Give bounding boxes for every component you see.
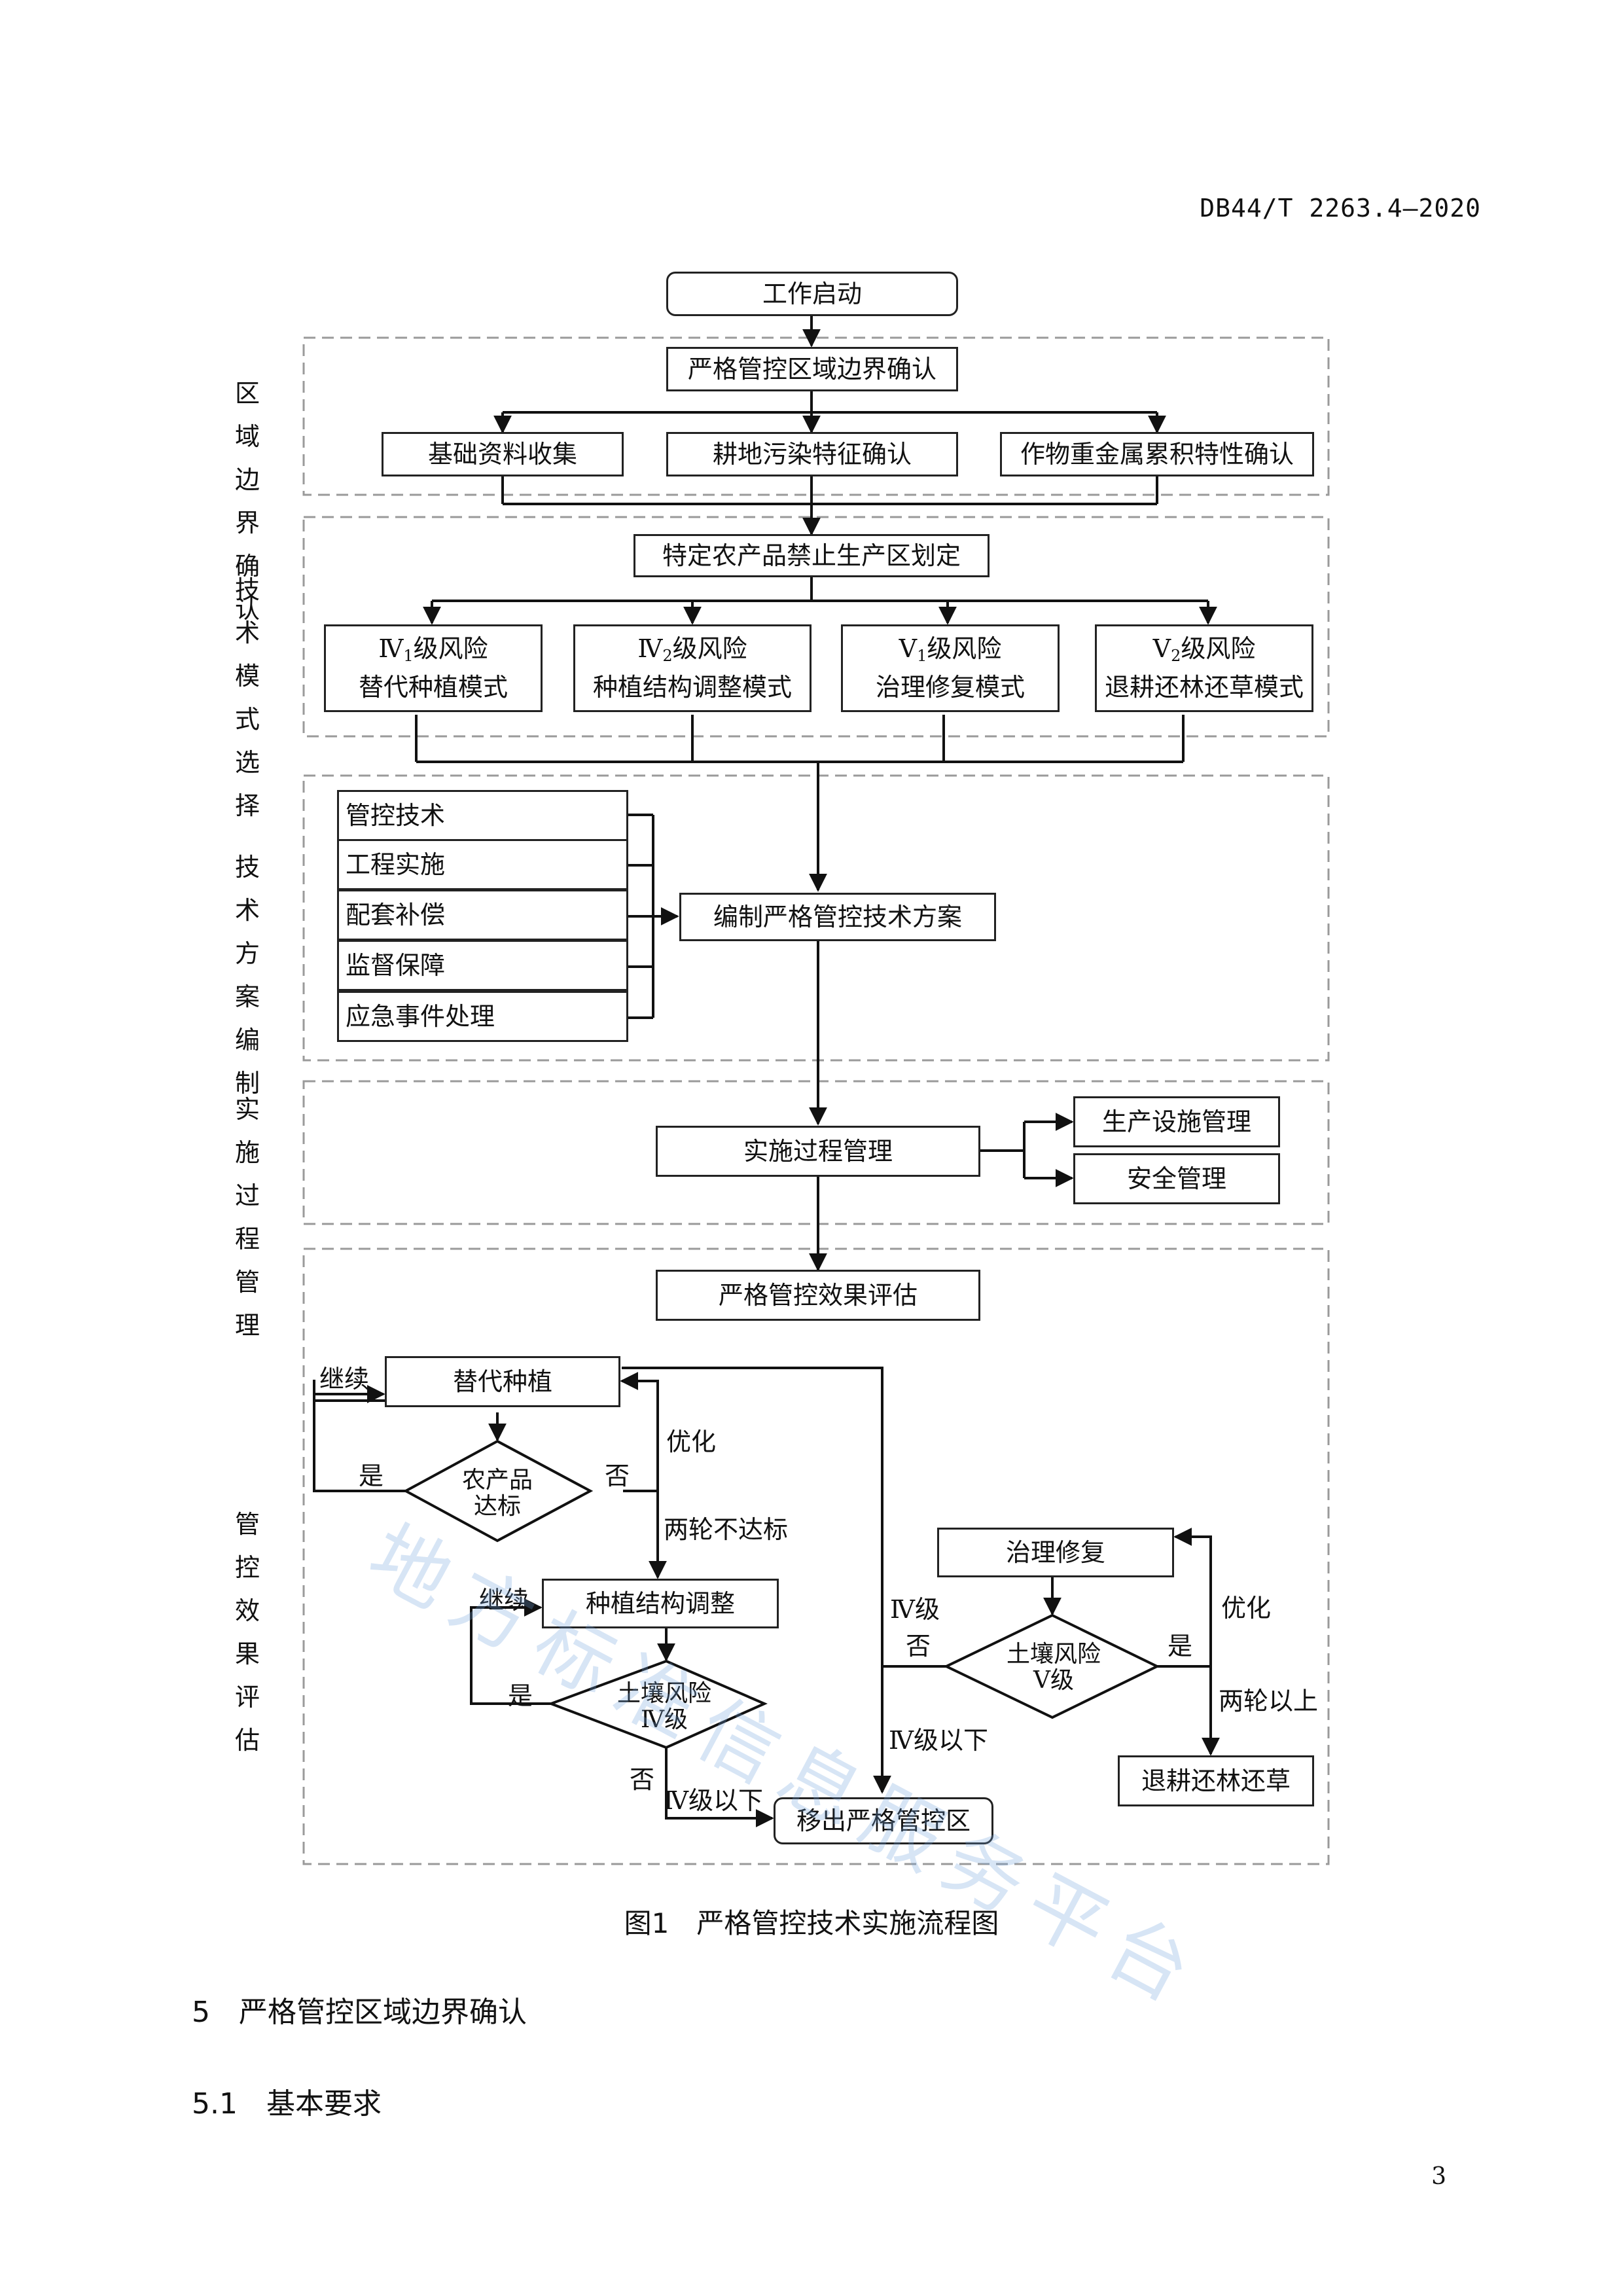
- start-box: 工作启动: [666, 272, 958, 316]
- section-label-plan: 技术 方案 编制: [234, 853, 260, 1098]
- label-continue-2: 继续: [479, 1586, 529, 1615]
- document-code: DB44/T 2263.4—2020: [1200, 194, 1481, 223]
- label-below-4b: Ⅳ级以下: [889, 1726, 988, 1755]
- section-label-mode: 技术 模式 选择: [234, 575, 260, 820]
- label-continue-1: 继续: [319, 1365, 370, 1393]
- section-frame-eval: [302, 1247, 1330, 1865]
- label-optimize-2: 优化: [1221, 1594, 1272, 1623]
- label-no-2: 否: [630, 1765, 655, 1794]
- label-two-rounds-above: 两轮以上: [1219, 1687, 1319, 1715]
- label-below-4: Ⅳ级以下: [664, 1786, 763, 1815]
- section-label-boundary: 区域 边界 确认: [234, 379, 260, 624]
- mode-box-retire: Ⅴ2级风险 退耕还林还草模式: [1095, 624, 1313, 712]
- diamond1-text: 农产品 达标: [461, 1467, 533, 1520]
- mode-box-structure: Ⅳ2级风险 种植结构调整模式: [573, 624, 812, 712]
- structure-adjust-box: 种植结构调整: [542, 1579, 779, 1628]
- plan-main-box: 编制严格管控技术方案: [679, 893, 996, 941]
- section-frame-process: [302, 1080, 1330, 1225]
- diamond3-text: 土壤风险 Ⅴ级: [1006, 1641, 1101, 1694]
- exit-control-box: 移出严格管控区: [774, 1797, 993, 1844]
- mode-box-substitute: Ⅳ1级风险 替代种植模式: [324, 624, 543, 712]
- section-frame-plan: [302, 774, 1330, 1062]
- plan-item-emergency: 应急事件处理: [337, 991, 628, 1042]
- eval-main-box: 严格管控效果评估: [656, 1270, 980, 1321]
- section-5-1-heading: 5.1 基本要求: [192, 2087, 382, 2121]
- section-label-process: 实施 过程 管理: [234, 1095, 260, 1340]
- remediation-box: 治理修复: [937, 1528, 1174, 1577]
- boundary-item-basic-data: 基础资料收集: [382, 432, 624, 476]
- process-main-box: 实施过程管理: [656, 1126, 980, 1177]
- label-no-3: 否: [906, 1632, 931, 1660]
- mode-title-box: 特定农产品禁止生产区划定: [633, 534, 990, 577]
- section-label-eval: 管控 效果 评估: [234, 1510, 260, 1755]
- process-item-safety: 安全管理: [1073, 1153, 1280, 1204]
- boundary-item-pollution: 耕地污染特征确认: [666, 432, 958, 476]
- diamond2-text: 土壤风险 Ⅳ级: [616, 1680, 711, 1733]
- boundary-item-accumulation: 作物重金属累积特性确认: [1000, 432, 1314, 476]
- process-item-facilities: 生产设施管理: [1073, 1096, 1280, 1147]
- section-5-heading: 5 严格管控区域边界确认: [192, 1996, 527, 2029]
- plan-item-supervision: 监督保障: [337, 940, 628, 991]
- label-yes-2: 是: [508, 1681, 533, 1710]
- label-optimize-1: 优化: [666, 1427, 717, 1456]
- plan-item-compensation: 配套补偿: [337, 889, 628, 941]
- mode-box-remediation: Ⅴ1级风险 治理修复模式: [841, 624, 1060, 712]
- boundary-title-box: 严格管控区域边界确认: [666, 347, 958, 391]
- plan-item-engineering: 工程实施: [337, 839, 628, 890]
- section-frame-boundary: [302, 336, 1330, 496]
- diamond-soil-risk-4: [547, 1659, 768, 1749]
- diamond-soil-risk-5: [943, 1613, 1160, 1719]
- retire-box: 退耕还林还草: [1118, 1755, 1314, 1806]
- label-yes-1: 是: [359, 1462, 384, 1490]
- page-number: 3: [1431, 2163, 1446, 2190]
- label-level-4: Ⅳ级: [890, 1595, 940, 1624]
- label-two-rounds-fail: 两轮不达标: [664, 1515, 789, 1544]
- diamond-product-standard: [402, 1439, 594, 1543]
- figure-caption: 图1 严格管控技术实施流程图: [624, 1907, 999, 1939]
- label-yes-3: 是: [1168, 1632, 1193, 1660]
- substitute-planting-box: 替代种植: [385, 1356, 620, 1407]
- label-no-1: 否: [605, 1462, 630, 1490]
